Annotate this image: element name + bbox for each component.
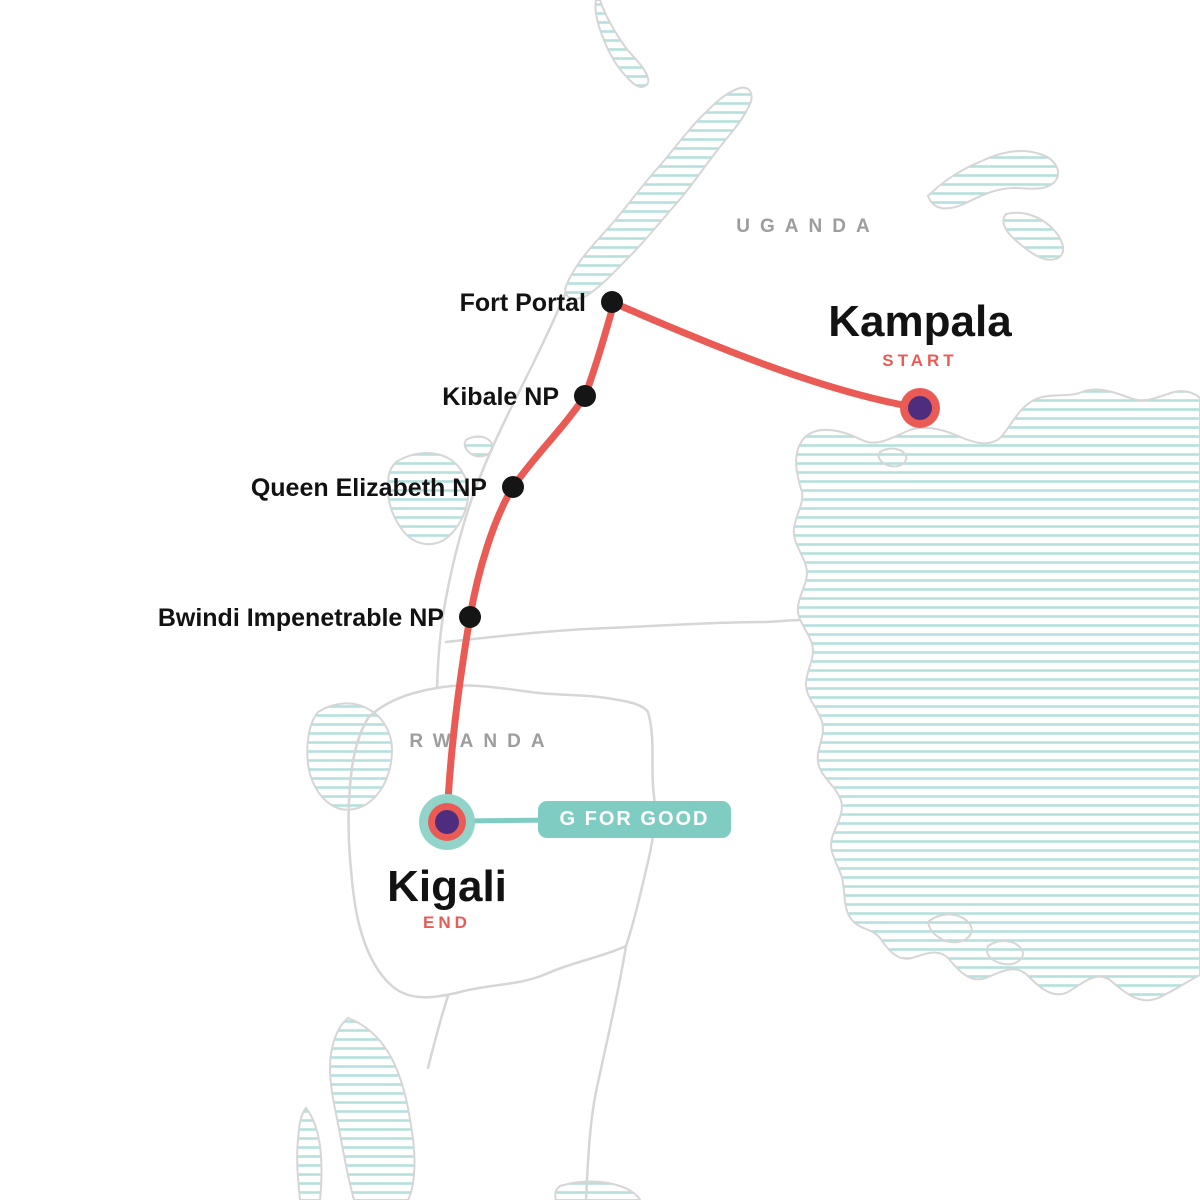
lake-victoria	[792, 388, 1200, 1002]
country-label-rwanda: RWANDA	[409, 731, 555, 752]
stop-marker-queen-elizabeth-np	[502, 476, 524, 498]
lake-small	[554, 1180, 642, 1200]
stop-label-fort-portal: Fort Portal	[459, 289, 586, 317]
g-for-good-label: G FOR GOOD	[559, 808, 710, 830]
country-border	[444, 618, 802, 644]
country-label-uganda: UGANDA	[736, 216, 880, 237]
stop-label-queen-elizabeth-np: Queen Elizabeth NP	[250, 474, 487, 502]
start-tag: START	[882, 351, 958, 370]
stop-label-bwindi-np: Bwindi Impenetrable NP	[157, 604, 444, 632]
lake-island	[926, 913, 973, 944]
stop-label-kibale-np: Kibale NP	[442, 383, 559, 411]
city-label-kampala: Kampala	[828, 297, 1012, 346]
end-tag: END	[423, 913, 471, 932]
lake-kyoga	[1002, 211, 1065, 261]
lake-small	[296, 1106, 323, 1200]
lake-kivu	[306, 702, 394, 811]
start-marker-kampala	[900, 388, 940, 428]
lake-george	[463, 435, 494, 458]
country-border	[426, 994, 450, 1070]
stop-marker-bwindi-np	[459, 606, 481, 628]
stop-marker-kibale-np	[574, 385, 596, 407]
country-border	[584, 944, 628, 1200]
lake-edward	[386, 452, 470, 546]
route-line	[443, 299, 924, 824]
lake-island	[877, 447, 908, 468]
country-border	[435, 290, 568, 690]
lake-kyoga	[926, 150, 1059, 210]
city-label-kigali: Kigali	[387, 862, 507, 911]
lake-island	[986, 940, 1024, 966]
lake-albert	[564, 86, 753, 300]
stop-marker-fort-portal	[601, 291, 623, 313]
nile-river	[594, 0, 650, 88]
country-border	[347, 684, 657, 999]
lake-tanganyika	[328, 1016, 416, 1200]
g-for-good-badge: G FOR GOOD	[538, 801, 731, 838]
end-marker-kigali	[419, 794, 475, 850]
